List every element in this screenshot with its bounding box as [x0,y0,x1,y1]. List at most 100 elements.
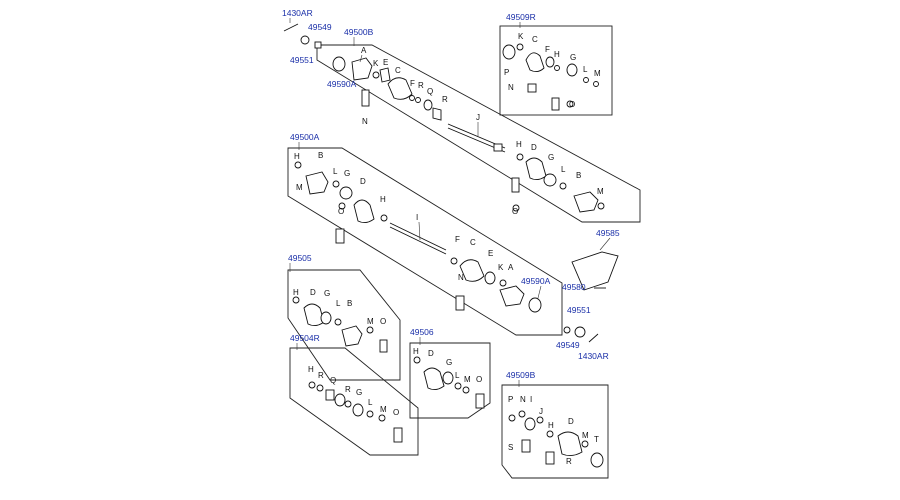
letter: K [498,263,504,272]
grease-n-a [455,295,465,311]
nut-49549-bot [574,326,586,338]
label-49509r: 49509R [506,12,536,22]
ring-m-506 [462,386,470,394]
letter: Q [427,87,433,96]
label-49551-bot: 49551 [567,305,591,315]
letter: E [488,249,493,258]
letter: S [508,443,513,452]
washer-49551-top [314,41,322,49]
ring-m-509b [581,440,589,448]
grease-n [361,89,370,107]
clamp-g-b [543,173,557,187]
letter: F [410,79,415,88]
clip-f-a [450,257,458,265]
ring-h-509b [546,430,554,438]
panel-49509b [501,384,609,479]
ring-k-r [516,43,524,51]
boot-c [387,77,413,100]
grease-n-r [527,83,537,93]
panel-49500a [287,147,563,336]
clip-f-r [545,56,555,68]
ring-h-504 [308,381,316,389]
ring-l-504 [366,410,374,418]
bearing-504 [325,389,335,401]
letter: C [395,66,401,75]
letter: J [476,113,480,122]
panel-49506 [409,342,491,419]
panel-49504r [289,347,419,456]
letter: R [318,371,324,380]
letter: G [548,153,554,162]
letter: N [362,117,368,126]
leader-line [359,54,363,63]
clamp-e [379,67,391,83]
clamp-g-506 [442,371,454,385]
grease-o-506 [475,393,485,409]
ring-r-504 [316,384,324,392]
ring-j-509b [536,416,544,424]
letter: M [296,183,303,192]
label-49509b: 49509B [506,370,536,380]
letter: L [333,167,338,176]
letter: D [568,417,574,426]
letter: L [583,65,588,74]
letter: I [530,395,532,404]
ring-h-b [516,153,524,161]
label-49590a-mid: 49590A [521,276,551,286]
letter: C [532,35,538,44]
letter: N [520,395,526,404]
label-49500b: 49500B [344,27,374,37]
letter: L [455,371,460,380]
letter: M [464,375,471,384]
ring-m-505 [366,326,374,334]
letter: T [594,435,599,444]
ring-q [423,99,433,111]
letter: M [380,405,387,414]
letter: B [576,171,581,180]
letter: E [383,58,388,67]
boot-d-b [525,157,547,181]
boot-c-r [525,52,545,73]
letter: H [294,152,300,161]
joint-b-505 [341,325,363,347]
grease-o-505 [379,339,388,353]
seal-p-r [502,44,516,60]
ring-m-r [593,81,599,87]
grease-o-504 [393,427,403,443]
clamp-q-504 [334,393,346,407]
outer-joint-a [351,57,373,81]
letter: G [570,53,576,62]
seal-t-509b [590,452,604,468]
letter: A [361,46,367,55]
letter: M [582,431,589,440]
letter: M [367,317,374,326]
seal-i-509b [524,417,536,431]
letter: H [308,365,314,374]
panel-49509r [499,25,613,116]
letter: G [356,388,362,397]
inner-joint-b-a [305,171,329,195]
label-49549-bot: 49549 [556,340,580,350]
ring-h-r [554,65,560,71]
grease-o-r [551,97,560,111]
nut-49549-top [300,35,310,45]
letter: R [442,95,448,104]
outer-joint-a-a [499,285,525,307]
ring-p-509b [508,414,516,422]
ring-h-a2 [380,214,388,222]
shaft-spline-b [493,143,503,152]
grease-o-b [511,177,520,193]
letter: R [345,385,351,394]
letter: G [446,358,452,367]
grease-r-509b [545,451,555,465]
letter: A [508,263,514,272]
letter: K [518,32,524,41]
ring-l-506 [454,382,462,390]
label-49549-top: 49549 [308,22,332,32]
label-1430ar-top: 1430AR [282,8,313,18]
letter: N [458,273,464,282]
letter: K [373,59,379,68]
bolt-1430ar-top [283,23,299,32]
letter: D [428,349,434,358]
